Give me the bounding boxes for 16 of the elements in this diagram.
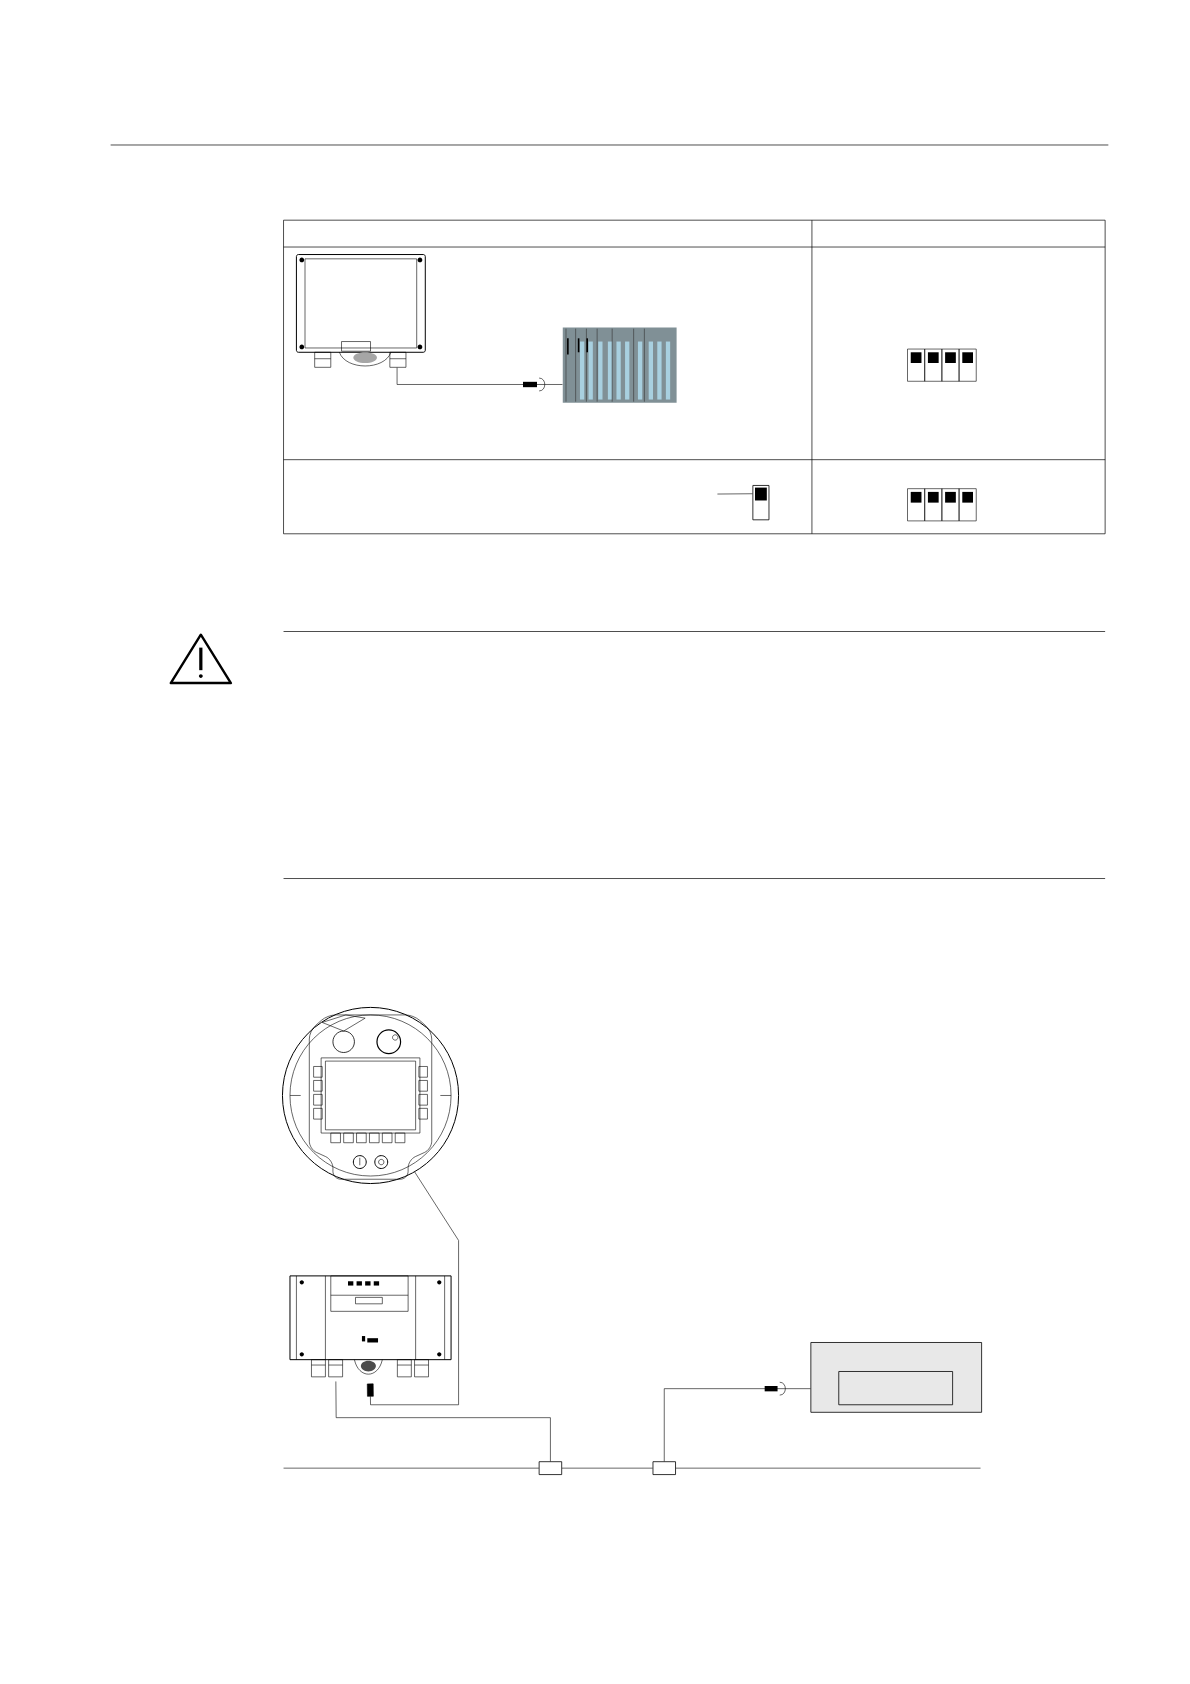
cable (283, 1467, 540, 1469)
cable (367, 1171, 459, 1406)
handheld-panel-drawing (281, 1006, 460, 1185)
connection-box-drawing (295, 254, 426, 368)
cable (663, 1388, 811, 1462)
cable (561, 1467, 653, 1469)
cable (396, 367, 563, 385)
connection-box-drawing (289, 1275, 452, 1378)
cable (335, 1381, 551, 1462)
controller-rack-drawing (562, 327, 677, 403)
bus-tap (652, 1461, 676, 1475)
bus-tap (538, 1461, 563, 1475)
terminal-box (810, 1342, 983, 1413)
dip-switch (752, 485, 770, 521)
cable (675, 1467, 981, 1469)
cable (717, 493, 753, 495)
